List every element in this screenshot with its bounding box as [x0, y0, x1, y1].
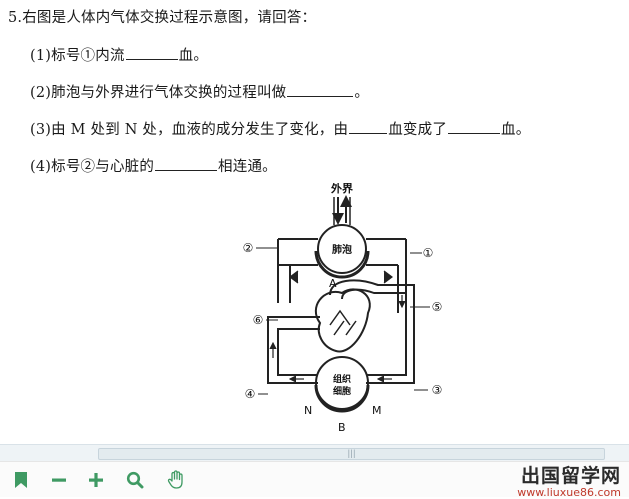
pan-button[interactable] — [165, 469, 187, 491]
pulmonary-vessel-right — [366, 238, 407, 313]
answer-blank-1 — [125, 45, 178, 60]
gas-exchange-diagram: 外界 肺泡 组织 细胞 A B M N ② ① ⑥ ⑤ ④ ③ — [243, 183, 443, 434]
search-button[interactable] — [124, 469, 146, 491]
minus-icon — [52, 478, 66, 482]
question-2-suffix: 。 — [354, 85, 370, 101]
question-2-text: (2)肺泡与外界进行气体交换的过程叫做 — [30, 85, 287, 101]
question-1: (1)标号①内流 血。 — [30, 44, 208, 65]
tissue-cells-shape — [315, 356, 369, 410]
plus-icon — [89, 473, 103, 487]
answer-blank-4 — [155, 156, 218, 171]
tissue-label-2: 细胞 — [333, 385, 351, 397]
marker-3: ③ — [432, 383, 443, 397]
alveolus-label: 肺泡 — [332, 243, 352, 256]
question-3-suffix: 血。 — [501, 122, 531, 138]
aorta — [329, 279, 415, 384]
heart-shape — [314, 288, 371, 353]
viewer-toolbar: 出国留学网 www.liuxue86.com — [0, 461, 629, 499]
outside-label: 外界 — [330, 183, 353, 195]
question-4-text: (4)标号②与心脏的 — [30, 159, 155, 175]
pulmonary-vessel-left — [277, 238, 318, 303]
question-4-suffix: 相连通。 — [218, 159, 277, 175]
scrollbar-track[interactable]: ||| — [14, 448, 615, 460]
marker-1: ① — [423, 246, 434, 260]
point-m-label: M — [372, 404, 382, 417]
answer-blank-3b — [448, 119, 501, 134]
marker-5: ⑤ — [432, 300, 443, 314]
point-n-label: N — [304, 404, 312, 417]
scrollbar-thumb[interactable]: ||| — [98, 448, 605, 460]
watermark-name: 出国留学网 — [520, 465, 621, 487]
question-3: (3)由 M 处到 N 处，血液的成分发生了变化，由 血变成了 血。 — [30, 118, 530, 139]
marker-4: ④ — [245, 387, 256, 401]
site-watermark: 出国留学网 www.liuxue86.com — [517, 462, 621, 499]
bookmark-icon — [15, 472, 27, 488]
question-1-text: (1)标号①内流 — [30, 48, 125, 64]
point-a-label: A — [329, 277, 337, 290]
answer-blank-2 — [287, 82, 354, 97]
watermark-url: www.liuxue86.com — [517, 486, 621, 499]
bookmark-button[interactable] — [10, 469, 32, 491]
vena-cava — [267, 316, 320, 384]
question-1-suffix: 血。 — [178, 48, 209, 64]
question-4: (4)标号②与心脏的 相连通。 — [30, 155, 277, 176]
question-3-middle: 血变成了 — [388, 122, 448, 138]
question-2: (2)肺泡与外界进行气体交换的过程叫做 。 — [30, 81, 369, 102]
document-page: 5.右图是人体内气体交换过程示意图，请回答： (1)标号①内流血。 (2)肺泡与… — [8, 10, 530, 434]
answer-blank-3a — [349, 119, 388, 134]
zoom-in-button[interactable] — [85, 469, 107, 491]
tissue-label-1: 组织 — [333, 373, 351, 385]
marker-2: ② — [243, 241, 254, 255]
point-b-label: B — [338, 421, 346, 434]
question-3-text: (3)由 M 处到 N 处，血液的成分发生了变化，由 — [30, 122, 349, 138]
hand-icon — [167, 470, 183, 489]
question-title: 5.右图是人体内气体交换过程示意图，请回答： — [8, 10, 317, 26]
marker-6: ⑥ — [253, 313, 264, 327]
horizontal-scrollbar[interactable]: ||| — [0, 444, 629, 461]
search-icon — [126, 471, 144, 489]
zoom-out-button[interactable] — [48, 469, 70, 491]
alveolus-shape — [317, 224, 367, 274]
